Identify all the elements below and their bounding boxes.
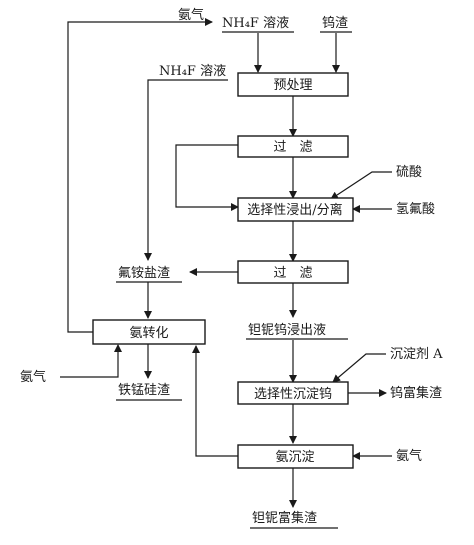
box-pretreat-label: 预处理 (273, 78, 312, 93)
label-sulfuric-acid: 硫酸 (396, 165, 422, 180)
box-filter2-label: 过 滤 (273, 266, 312, 281)
box-ammon-convert: 氨转化 (92, 319, 206, 345)
box-leach-separate: 选择性浸出/分离 (237, 197, 354, 222)
label-ammonia-gas-left: 氨气 (20, 369, 46, 385)
label-tungsten-slag: 钨渣 (322, 15, 348, 31)
flow-precip-loop-to-convert (192, 345, 238, 457)
flow-filter1-loop-to-leach (175, 144, 239, 211)
label-nh4f-top: NH₄F 溶液 (222, 16, 289, 31)
flow-nh4f-left-to-salt (144, 79, 228, 261)
label-ammonium-fluoride-salt-residue: 氟铵盐渣 (118, 266, 170, 281)
label-ta-nb-rich-residue: 钽铌富集渣 (252, 510, 317, 526)
box-ammonia-precip-label: 氨沉淀 (275, 450, 314, 465)
label-hf-acid: 氢氟酸 (396, 202, 435, 217)
box-select-precip-w: 选择性沉淀钨 (237, 381, 349, 405)
label-nh4f-left: NH₄F 溶液 (159, 64, 226, 79)
box-filter1-label: 过 滤 (273, 140, 312, 155)
box-ammon-convert-label: 氨转化 (129, 326, 168, 341)
flow-precipitant-a (332, 353, 386, 383)
label-precipitant-a: 沉淀剂 A (390, 347, 443, 362)
box-pretreat: 预处理 (237, 72, 349, 97)
label-ammonia-gas-top: 氨气 (178, 7, 204, 23)
box-ammonia-precip: 氨沉淀 (237, 444, 354, 469)
label-fe-mn-si-residue: 铁锰硅渣 (118, 383, 170, 398)
flow-convert-recycle-ammonia (67, 18, 213, 333)
box-filter1: 过 滤 (237, 135, 349, 158)
flow-sulfuric-acid (330, 171, 392, 200)
label-ammonia-gas-right: 氨气 (396, 448, 422, 464)
label-ta-nb-w-leachate: 钽铌钨浸出液 (248, 322, 326, 338)
label-w-rich-residue: 钨富集渣 (390, 385, 442, 401)
flow-ammonia-left-into-convert (60, 344, 122, 378)
box-filter2: 过 滤 (237, 260, 349, 284)
box-leach-separate-label: 选择性浸出/分离 (247, 202, 342, 218)
box-select-precip-w-label: 选择性沉淀钨 (254, 386, 332, 402)
